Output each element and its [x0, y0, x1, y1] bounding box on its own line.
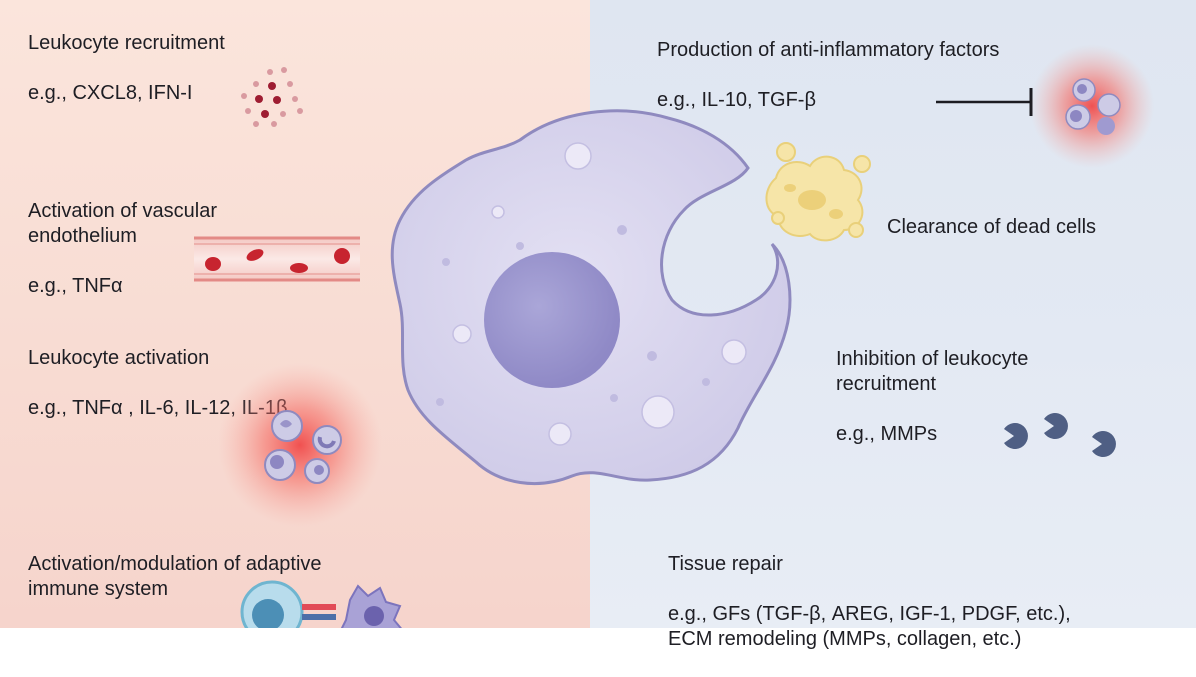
illustration-layer [194, 44, 1154, 628]
activated-leukocytes-icon [218, 363, 382, 527]
adaptive-immune-cells-icon [240, 580, 402, 628]
tissue-repair-title: Tissue repair [668, 553, 783, 575]
leukocyte-activation-title: Leukocyte activation [28, 347, 210, 369]
clearance-dead-cells-title: Clearance of dead cells [887, 216, 1097, 238]
anti-inflammatory-production-example: e.g., IL-10, TGF-β [657, 89, 816, 111]
adaptive-modulation-text: Activation/modulation of adaptive immune… [28, 527, 322, 627]
vascular-activation-title: Activation of vascular endothelium [28, 200, 217, 247]
blood-vessel-icon [194, 236, 360, 282]
clearance-dead-cells-text: Clearance of dead cells [887, 190, 1096, 265]
anti-inflammatory-production-title: Production of anti-inflammatory factors [657, 39, 1000, 61]
inhibition-arrow-icon [936, 88, 1033, 116]
vascular-activation-text: Activation of vascular endothelium e.g.,… [28, 174, 217, 324]
leukocyte-recruitment-title: Leukocyte recruitment [28, 32, 225, 54]
leukocyte-recruitment-text: Leukocyte recruitment e.g., CXCL8, IFN-I [28, 6, 225, 131]
inhibition-recruitment-example: e.g., MMPs [836, 423, 938, 445]
inhibition-recruitment-text: Inhibition of leukocyte recruitment e.g.… [836, 322, 1028, 472]
chemokine-dots-icon [241, 67, 303, 127]
suppressed-leukocytes-icon [1030, 44, 1154, 168]
leukocyte-recruitment-example: e.g., CXCL8, IFN-I [28, 82, 193, 104]
dead-cell-debris-icon [765, 142, 871, 242]
adaptive-modulation-title: Activation/modulation of adaptive immune… [28, 553, 322, 600]
inhibition-recruitment-title: Inhibition of leukocyte recruitment [836, 348, 1029, 395]
mmp-enzyme-icon [1004, 412, 1116, 458]
leukocyte-activation-text: Leukocyte activation e.g., TNFα , IL-6, … [28, 321, 287, 446]
anti-inflammatory-production-text: Production of anti-inflammatory factors … [657, 13, 999, 138]
vascular-activation-example: e.g., TNFα [28, 275, 123, 297]
macrophage-icon [390, 109, 792, 486]
